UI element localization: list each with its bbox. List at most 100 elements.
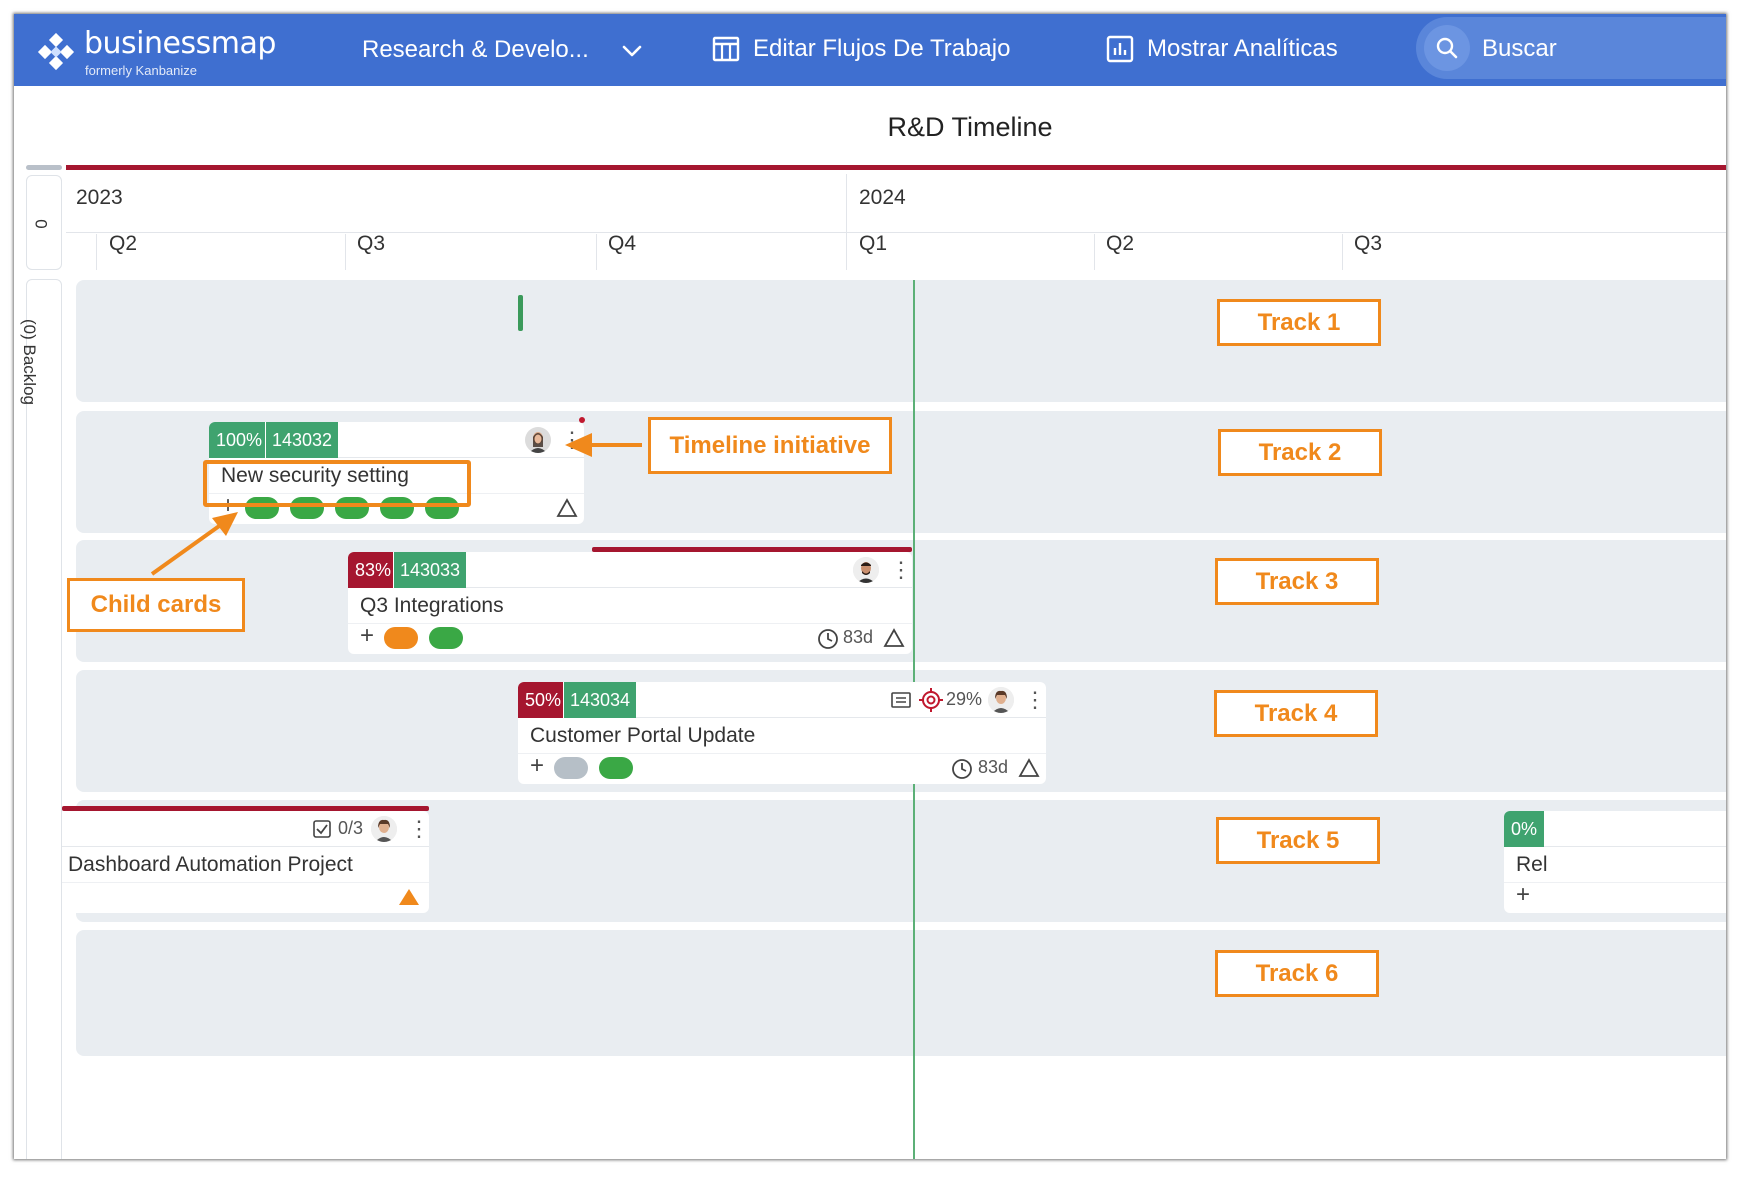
clock-icon (952, 759, 972, 779)
child-card-pill[interactable] (599, 757, 633, 779)
timeline-initiative-card[interactable]: 83% 143033 ⋮ Q3 Integrations + 83d (348, 552, 912, 654)
search-input[interactable]: Buscar (1416, 17, 1726, 79)
search-button[interactable] (1424, 25, 1470, 71)
card-id-badge[interactable]: 143034 (563, 682, 637, 718)
backlog-column[interactable] (26, 279, 62, 1159)
more-vertical-icon[interactable]: ⋮ (408, 816, 430, 841)
track-callout: Track 2 (1218, 429, 1382, 476)
app-window: businessmap formerly Kanbanize Research … (14, 14, 1726, 1159)
progress-badge: 0% (1504, 811, 1545, 847)
track-callout: Track 5 (1216, 817, 1380, 864)
notification-dot (579, 417, 585, 423)
quarter-divider (596, 234, 597, 270)
time-remaining: 83d (843, 627, 874, 647)
warning-triangle-icon[interactable] (398, 887, 420, 907)
quarter-divider (1094, 234, 1095, 270)
search-icon (1436, 37, 1458, 59)
quarter-label: Q2 (109, 232, 138, 255)
timeline-initiative-card[interactable]: 0/3 ⋮ Dashboard Automation Project (62, 811, 430, 913)
child-card-pill[interactable] (429, 627, 463, 649)
child-card-pill[interactable] (335, 497, 369, 519)
track-callout: Track 4 (1214, 690, 1378, 737)
header-divider (66, 232, 1726, 233)
workspace-selector[interactable]: Research & Develo... (362, 36, 589, 63)
avatar[interactable] (371, 816, 397, 842)
card-timeline-bar (592, 547, 912, 552)
child-card-pill[interactable] (425, 497, 459, 519)
avatar[interactable] (988, 687, 1014, 713)
warning-triangle-icon[interactable] (556, 498, 578, 518)
card-title-row: Rel (1504, 847, 1726, 883)
track-callout: Track 3 (1215, 558, 1379, 605)
timeline-initiative-card[interactable]: 50% 143034 29% ⋮ Customer Portal Update … (518, 682, 1046, 784)
target-icon (919, 688, 943, 712)
swimlane-header[interactable]: 0 (26, 175, 62, 270)
child-card-pill[interactable] (290, 497, 324, 519)
card-title[interactable]: Dashboard Automation Project (68, 853, 353, 876)
avatar[interactable] (853, 557, 879, 583)
card-header (348, 552, 912, 588)
track-callout: Track 6 (1215, 950, 1379, 997)
card-header (209, 422, 584, 458)
timeline-range-bar (66, 165, 1726, 170)
progress-badge: 83% (348, 552, 399, 588)
track-lane-6[interactable] (76, 930, 1726, 1056)
plus-icon[interactable]: + (360, 622, 375, 649)
year-label: 2024 (859, 186, 906, 209)
search-placeholder: Buscar (1482, 35, 1557, 62)
track-lane-1[interactable] (76, 280, 1726, 402)
card-title[interactable]: New security setting (221, 464, 409, 487)
edit-workflows-button[interactable]: Editar Flujos De Trabajo (711, 32, 1010, 66)
target-percent: 29% (946, 689, 983, 709)
more-vertical-icon[interactable]: ⋮ (1024, 687, 1046, 712)
child-card-pill[interactable] (380, 497, 414, 519)
board-title: R&D Timeline (887, 112, 1053, 142)
card-timeline-bar (62, 806, 429, 811)
quarter-label: Q2 (1106, 232, 1135, 255)
plus-icon[interactable]: + (1516, 881, 1531, 908)
quarter-divider (345, 234, 346, 270)
more-vertical-icon[interactable]: ⋮ (890, 557, 912, 582)
plus-icon[interactable]: + (530, 752, 545, 779)
annotation-arrows (150, 433, 642, 576)
brand-name[interactable]: businessmap (84, 26, 276, 61)
child-card-pill[interactable] (384, 627, 418, 649)
chevron-down-icon[interactable] (619, 40, 645, 62)
show-analytics-label: Mostrar Analíticas (1147, 35, 1338, 62)
timeline-marker (518, 295, 523, 331)
quarter-label: Q1 (859, 232, 888, 255)
avatar[interactable] (525, 427, 551, 453)
card-header (1504, 811, 1726, 847)
brand-logo-icon[interactable] (37, 33, 75, 71)
checklist-progress: 0/3 (338, 818, 364, 838)
quarter-divider (1342, 234, 1343, 270)
child-card-pill[interactable] (554, 757, 588, 779)
child-cards-highlight (203, 460, 471, 507)
edit-workflows-label: Editar Flujos De Trabajo (753, 35, 1011, 62)
warning-triangle-icon[interactable] (1018, 758, 1040, 778)
card-title[interactable]: Q3 Integrations (360, 594, 504, 617)
warning-triangle-icon[interactable] (883, 628, 905, 648)
comment-icon[interactable] (890, 690, 912, 710)
chart-icon (1106, 35, 1134, 63)
card-title-row: Customer Portal Update (518, 718, 1046, 754)
timeline-initiative-callout: Timeline initiative (648, 417, 892, 474)
quarter-divider (846, 234, 847, 270)
card-header (62, 811, 429, 847)
top-navigation-bar: businessmap formerly Kanbanize Research … (14, 14, 1726, 86)
year-label: 2023 (76, 186, 123, 209)
show-analytics-button[interactable]: Mostrar Analíticas (1105, 32, 1338, 66)
progress-badge: 100% (209, 422, 270, 458)
card-title-row: Dashboard Automation Project (62, 847, 429, 883)
column-header-bar (26, 165, 62, 170)
child-card-pill[interactable] (245, 497, 279, 519)
card-id-badge[interactable]: 143032 (265, 422, 339, 458)
timeline-initiative-card[interactable]: 100% 143032 ⋮ New security setting + (209, 422, 584, 524)
card-title[interactable]: Rel (1516, 853, 1548, 876)
card-id-badge[interactable]: 143033 (393, 552, 467, 588)
child-cards-callout: Child cards (67, 578, 245, 632)
year-divider (846, 174, 847, 236)
card-title[interactable]: Customer Portal Update (530, 724, 756, 747)
timeline-initiative-card[interactable]: 0% Rel + (1504, 811, 1726, 913)
quarter-label: Q3 (357, 232, 386, 255)
